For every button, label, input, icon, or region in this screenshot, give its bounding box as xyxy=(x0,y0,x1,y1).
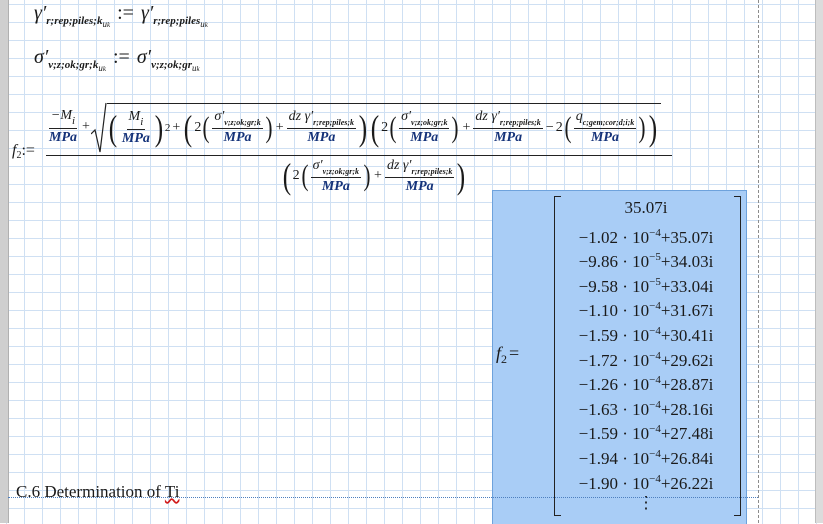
gamma-lhs: γ′r;rep;piles;kuk xyxy=(34,2,111,29)
matrix-row: −1.26 · 10−4+28.87i xyxy=(578,374,714,395)
fraction-bar xyxy=(46,155,672,156)
gamma-ratio: dz γ′r;rep;piles;k MPa xyxy=(286,109,357,145)
section-title: Determination of xyxy=(44,482,161,501)
matrix-row: −9.86 · 10−5+34.03i xyxy=(578,251,714,272)
matrix-row: 35.07i xyxy=(624,198,668,217)
f2-result-region[interactable] xyxy=(492,190,747,524)
section-number: C.6 xyxy=(16,482,41,501)
vertical-scrollbar[interactable] xyxy=(815,0,823,523)
formula-denominator: (2 ( σ′v;z;ok;gr;k MPa ) + dz γ′r;rep;pi… xyxy=(282,156,466,196)
result-matrix: 35.07i −1.02 · 10−4+35.07i −9.86 · 10−5+… xyxy=(560,196,732,516)
gamma-ratio: dz γ′r;rep;piles;k MPa xyxy=(473,109,543,145)
square-root: ( Mi MPa )2 + (2 ( σ′v;z;ok;gr;k MPa ) +… xyxy=(90,102,662,152)
assign-operator: := xyxy=(112,46,130,68)
matrix-row: −1.94 · 10−4+26.84i xyxy=(578,447,714,468)
q-ratio: qc;gem;cor;d;i;k MPa xyxy=(573,109,637,145)
sigma-ratio: σ′v;z;ok;gr;k MPa xyxy=(310,157,362,194)
radical-sign-icon xyxy=(90,102,107,152)
page-break-line xyxy=(758,0,759,523)
sigma-ratio: σ′v;z;ok;gr;k MPa xyxy=(212,109,263,145)
matrix-right-bracket xyxy=(734,196,741,516)
matrix-left-bracket xyxy=(554,196,561,516)
f2-formula-region[interactable]: −Mi MPa + ( Mi MPa )2 + (2 ( σ′v;z;ok;gr… xyxy=(46,100,672,196)
gamma-ratio: dz γ′r;rep;piles;k MPa xyxy=(384,157,455,194)
sigma-definition-region[interactable]: σ′v;z;ok;gr;kuk := σ′v;z;ok;gruk xyxy=(34,46,200,73)
matrix-row: −1.59 · 10−4+27.48i xyxy=(578,423,714,444)
moment-term: −Mi MPa xyxy=(48,108,78,145)
region-divider xyxy=(8,497,758,498)
formula-numerator: −Mi MPa + ( Mi MPa )2 + (2 ( σ′v;z;ok;gr… xyxy=(46,100,672,154)
sigma-lhs: σ′v;z;ok;gr;kuk xyxy=(34,46,106,73)
left-margin-bar xyxy=(0,0,9,523)
moment-ratio: Mi MPa xyxy=(121,108,150,146)
matrix-row: −9.58 · 10−5+33.04i xyxy=(578,275,714,296)
matrix-row: −1.90 · 10−4+26.22i xyxy=(578,472,714,493)
f2-result-label: f2= xyxy=(496,343,520,366)
gamma-rhs: γ′r;rep;pilesuk xyxy=(140,2,208,29)
matrix-row: −1.02 · 10−4+35.07i xyxy=(578,226,714,247)
matrix-ellipsis: ⋮ xyxy=(637,493,655,513)
sigma-rhs: σ′v;z;ok;gruk xyxy=(136,46,200,73)
matrix-row: −1.63 · 10−4+28.16i xyxy=(578,398,714,419)
sigma-ratio: σ′v;z;ok;gr;k MPa xyxy=(399,109,450,145)
section-heading[interactable]: C.6 Determination of Ti xyxy=(16,482,179,502)
section-ref: Ti xyxy=(164,482,180,501)
matrix-row: −1.72 · 10−4+29.62i xyxy=(578,349,714,370)
f2-definition-label[interactable]: f2:= xyxy=(12,142,35,161)
assign-operator: := xyxy=(117,2,134,24)
matrix-row: −1.10 · 10−4+31.67i xyxy=(578,300,714,321)
matrix-row: −1.59 · 10−4+30.41i xyxy=(578,324,714,345)
gamma-definition-region[interactable]: γ′r;rep;piles;kuk := γ′r;rep;pilesuk xyxy=(34,2,208,29)
